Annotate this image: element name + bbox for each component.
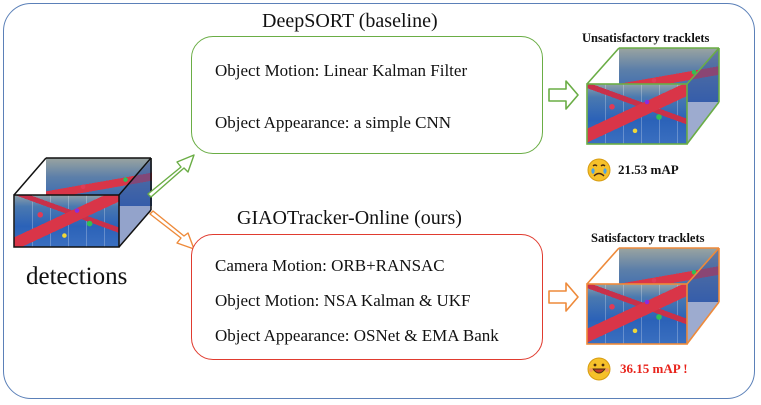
- outer-frame: [3, 3, 755, 399]
- baseline-line-1: Object Motion: Linear Kalman Filter: [215, 61, 468, 80]
- ours-result-cube: [586, 247, 720, 345]
- ours-panel: [191, 234, 543, 360]
- happy-face-icon: [587, 357, 611, 381]
- baseline-title: DeepSORT (baseline): [262, 10, 438, 32]
- arrow-ours-to-result: [548, 282, 579, 312]
- arrow-to-baseline: [147, 154, 195, 198]
- sad-face-icon: [587, 158, 611, 182]
- arrow-baseline-to-result: [548, 80, 579, 110]
- baseline-line-2: Object Appearance: a simple CNN: [215, 113, 452, 132]
- baseline-score: 21.53 mAP: [618, 162, 679, 177]
- ours-result-title: Satisfactory tracklets: [591, 231, 705, 245]
- ours-title: GIAOTracker-Online (ours): [237, 207, 462, 229]
- ours-line-2: Object Motion: NSA Kalman & UKF: [215, 291, 471, 310]
- ours-line-1: Camera Motion: ORB+RANSAC: [215, 256, 445, 275]
- ours-score: 36.15 mAP !: [620, 361, 688, 376]
- detections-cube: [13, 157, 152, 248]
- arrow-to-ours: [149, 210, 195, 250]
- ours-line-3: Object Appearance: OSNet & EMA Bank: [215, 326, 499, 345]
- baseline-panel: [191, 36, 543, 154]
- baseline-result-cube: [586, 47, 720, 145]
- baseline-result-title: Unsatisfactory tracklets: [582, 31, 710, 45]
- detections-label: detections: [26, 263, 128, 290]
